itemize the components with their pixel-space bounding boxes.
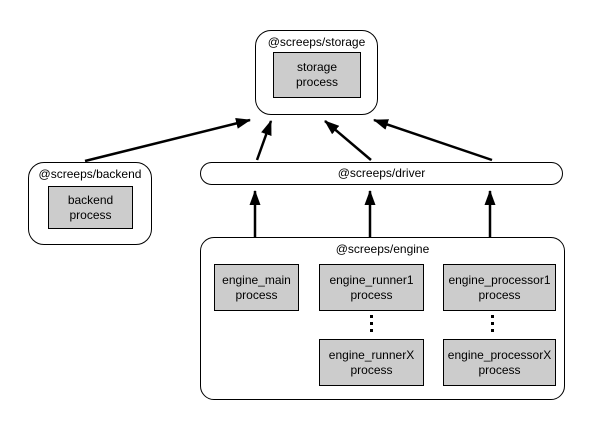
node-storage-label: @screeps/storage <box>267 35 366 49</box>
node-engine-label: @screeps/engine <box>335 242 430 256</box>
node-backend-label: @screeps/backend <box>38 167 142 181</box>
node-driver: @screeps/driver <box>200 162 563 185</box>
node-backend: @screeps/backend backend process <box>28 162 152 245</box>
node-engine: @screeps/engine engine_main process engi… <box>200 237 565 400</box>
backend-process-box: backend process <box>48 186 133 229</box>
arrow-driver-to-storage-middle <box>324 120 372 161</box>
node-driver-label: @screeps/driver <box>337 166 426 180</box>
engine-processorX-process-box: engine_processorX process <box>443 339 556 386</box>
arrow-backend-to-storage <box>84 118 251 163</box>
runner-ellipsis-icon <box>370 315 373 332</box>
processor-ellipsis-icon <box>491 315 494 332</box>
engine-runnerX-process-box: engine_runnerX process <box>319 339 424 386</box>
engine-main-process-box: engine_main process <box>214 264 299 311</box>
engine-runner1-process-box: engine_runner1 process <box>319 264 424 311</box>
arrow-driver-to-storage-right <box>373 118 493 162</box>
engine-processor1-process-box: engine_processor1 process <box>443 264 556 311</box>
storage-process-box: storage process <box>273 52 361 98</box>
node-storage: @screeps/storage storage process <box>255 30 378 115</box>
arrow-driver-to-storage-left <box>255 120 273 161</box>
